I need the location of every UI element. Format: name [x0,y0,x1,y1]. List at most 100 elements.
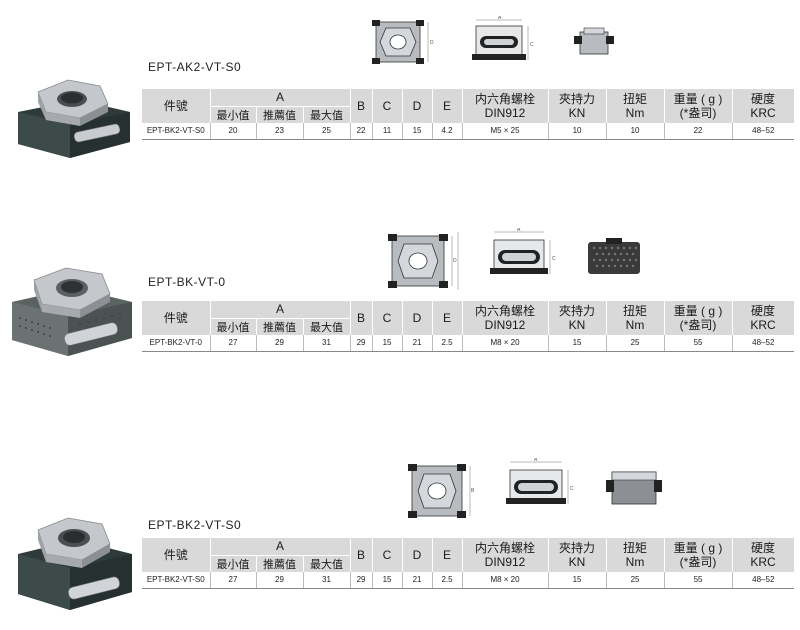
header-a-min: 最小值 [210,106,257,123]
cell-a-rec: 23 [256,122,304,140]
dim-label-c: C [570,486,574,492]
header-b: B [350,301,373,335]
dim-label-d: D [453,258,457,264]
header-e: E [432,301,463,335]
cell-e: 2.5 [432,334,463,352]
header-d: D [402,301,433,335]
header-b: B [350,89,373,123]
cell-a-rec: 29 [256,571,304,589]
header-d: D [402,538,433,572]
drawing-top-view: D [372,20,434,64]
dim-label-a: A [517,228,521,233]
header-a-min: 最小值 [210,555,257,572]
model-title-3: EPT-BK2-VT-S0 [148,518,242,532]
model-title-1: EPT-AK2-VT-S0 [148,60,242,74]
technical-drawings-2: D A C [382,228,648,294]
dim-label-a: A [498,16,502,21]
table-subheader-row: 最小值 推薦值 最大值 [142,106,794,123]
header-a: A [210,301,351,319]
header-a-max: 最大值 [303,318,351,335]
drawing-front-view: A C [490,228,556,274]
cell-torque: 25 [606,571,665,589]
header-a-min: 最小值 [210,318,257,335]
header-c: C [372,89,403,123]
table-row: EPT-BK2-VT-0 27 29 31 29 15 21 2.5 M8 × … [142,334,795,352]
cell-a-max: 25 [303,122,351,140]
header-weight: 重量 ( g )(*盎司) [664,89,733,123]
cell-weight: 22 [664,122,733,140]
cell-bolt: M8 × 20 [462,571,549,589]
product-photo-1 [18,79,130,158]
model-title-2: EPT-BK-VT-0 [148,275,226,289]
header-a-rec: 推薦值 [256,318,304,335]
cell-c: 15 [372,334,403,352]
cell-weight: 55 [664,571,733,589]
header-a: A [210,89,351,107]
header-a: A [210,538,351,556]
header-weight: 重量 ( g )(*盎司) [664,301,733,335]
technical-drawings-1: D A C [368,16,624,68]
cell-hardness: 48–52 [732,571,795,589]
cell-d: 21 [402,334,433,352]
cell-torque: 25 [606,334,665,352]
header-b: B [350,538,373,572]
table-row: EPT-BK2-VT-S0 27 29 31 29 15 21 2.5 M8 ×… [142,571,795,589]
drawing-top-view: D [388,232,459,290]
table-subheader-row: 最小值 推薦值 最大值 [142,318,794,335]
cell-c: 11 [372,122,403,140]
drawing-front-view: A C [472,16,534,60]
drawing-top-view: B [408,464,475,518]
dim-label-a: A [534,458,538,463]
header-d: D [402,89,433,123]
header-weight: 重量 ( g )(*盎司) [664,538,733,572]
technical-drawings-3: B A C [404,458,668,524]
table-row: EPT-BK2-VT-S0 20 23 25 22 11 15 4.2 M5 ×… [142,122,795,140]
cell-part: EPT-BK2-VT-S0 [142,571,211,589]
header-c: C [372,538,403,572]
dim-label-b: B [471,488,475,494]
cell-c: 15 [372,571,403,589]
cell-weight: 55 [664,334,733,352]
product-photo-2 [12,267,132,356]
cell-bolt: M8 × 20 [462,334,549,352]
cell-part: EPT-BK2-VT-0 [142,334,211,352]
cell-force: 10 [548,122,607,140]
cell-b: 22 [350,122,373,140]
cell-part: EPT-BK2-VT-S0 [142,122,211,140]
cell-hardness: 48–52 [732,122,795,140]
cell-a-max: 31 [303,571,351,589]
cell-d: 15 [402,122,433,140]
header-c: C [372,301,403,335]
cell-force: 15 [548,571,607,589]
cell-e: 2.5 [432,571,463,589]
drawing-side-view [574,27,614,55]
product-photo-3 [18,517,132,610]
cell-force: 15 [548,334,607,352]
drawing-front-view: A C [506,458,574,504]
header-part-no: 件號 [142,89,211,123]
cell-hardness: 48–52 [732,334,795,352]
header-part-no: 件號 [142,538,211,572]
drawing-side-view [588,238,640,274]
header-part-no: 件號 [142,301,211,335]
cell-a-min: 20 [210,122,257,140]
table-subheader-row: 最小值 推薦值 最大值 [142,555,794,572]
drawing-side-view [606,471,662,505]
cell-b: 29 [350,334,373,352]
cell-torque: 10 [606,122,665,140]
